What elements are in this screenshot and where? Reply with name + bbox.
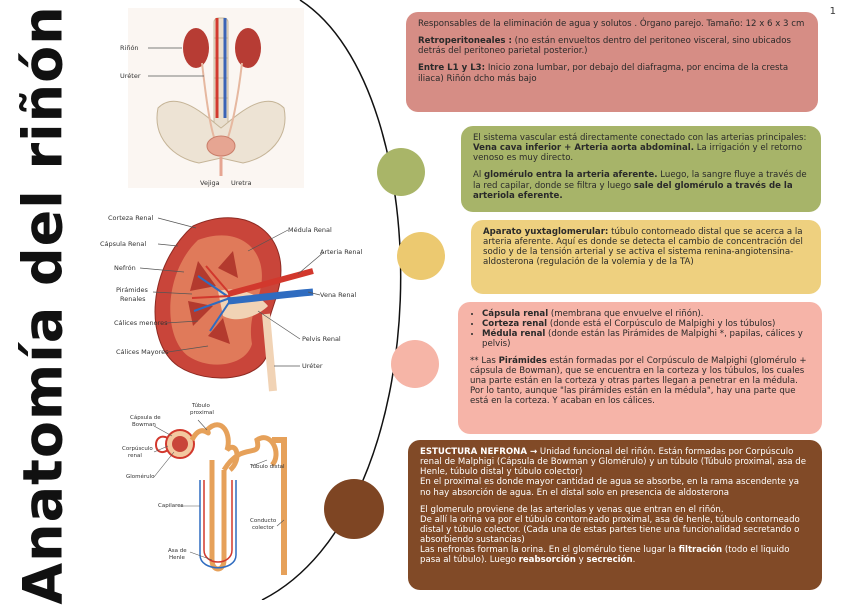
urinary-system-figure: Riñón Uréter Vejiga Uretra [118, 8, 310, 188]
info-box-structure: Cápsula renal (membrana que envuelve el … [458, 302, 822, 434]
box5-paragraph-2: En el proximal es donde mayor cantidad d… [420, 477, 799, 498]
label-kidney: Riñón [120, 44, 139, 52]
timeline-dot-3 [391, 340, 439, 388]
box2-paragraph-2: Al glomérulo entra la arteria aferente. … [473, 170, 807, 201]
box1-paragraph-2: Retroperitoneales : (no están envueltos … [418, 36, 791, 57]
box1-paragraph-3: Entre L1 y L3: Inicio zona lumbar, por d… [418, 63, 789, 84]
urinary-system-illustration [128, 8, 304, 188]
label-ureter: Uréter [120, 72, 141, 80]
label-minor-calyces: Cálices menores [114, 319, 168, 327]
label-distal: Túbulo distal [250, 464, 285, 470]
label-pyramids-2: Renales [120, 295, 146, 303]
box3-paragraph: Aparato yuxtaglomerular: túbulo contorne… [483, 227, 803, 268]
label-henle-1: Asa de [168, 548, 187, 554]
info-box-juxtaglomerular: Aparato yuxtaglomerular: túbulo contorne… [471, 220, 821, 294]
label-pelvis: Pelvis Renal [302, 335, 341, 343]
nephron-illustration [153, 419, 287, 575]
label-henle-2: Henle [169, 555, 185, 561]
box1-paragraph-1: Responsables de la eliminación de agua y… [418, 19, 805, 29]
kidney-section-illustration [139, 217, 325, 392]
list-item: Corteza renal (donde está el Corpúsculo … [482, 319, 810, 329]
box5-paragraph-5: Las nefronas forman la orina. En el glom… [420, 545, 790, 566]
label-corpuscle-2: renal [128, 453, 142, 459]
label-ureter-2: Uréter [302, 362, 323, 370]
nephron-figure: Cápsula de Bowman Túbulo proximal Corpús… [112, 400, 312, 585]
label-nephron: Nefrón [114, 264, 136, 272]
label-vein: Vena Renal [320, 291, 357, 299]
label-cortex: Corteza Renal [108, 214, 154, 222]
box5-paragraph-3: El glomerulo proviene de las arteriolas … [420, 504, 724, 515]
label-artery: Arteria Renal [320, 248, 363, 256]
box5-paragraph-1: ESTUCTURA NEFRONA → Unidad funcional del… [420, 447, 807, 478]
label-proximal-2: proximal [190, 410, 214, 416]
box4-note: ** Las Pirámides están formadas por el C… [470, 355, 807, 407]
label-major-calyces: Cálices Mayores [116, 348, 169, 356]
label-pyramids-1: Pirámides [116, 286, 148, 294]
label-bowman-capsule-2: Bowman [132, 422, 156, 428]
list-item: Cápsula renal (membrana que envuelve el … [482, 309, 810, 319]
label-glomerulus: Glomérulo [126, 474, 155, 480]
label-collecting-1: Conducto [250, 518, 277, 524]
label-bowman-capsule-1: Cápsula de [130, 415, 161, 421]
timeline-dot-2 [397, 232, 445, 280]
label-bladder: Vejiga [200, 179, 220, 187]
info-box-nephron: ESTUCTURA NEFRONA → Unidad funcional del… [408, 440, 822, 590]
box2-paragraph-1: El sistema vascular está directamente co… [473, 133, 807, 164]
label-capsule: Cápsula Renal [100, 240, 147, 248]
info-box-location: Responsables de la eliminación de agua y… [406, 12, 818, 112]
label-capillaries: Capilares [158, 503, 184, 509]
page-number: 1 [829, 6, 836, 17]
label-collecting-2: colector [252, 525, 275, 531]
label-urethra: Uretra [231, 179, 252, 187]
label-corpuscle-1: Corpúsculo [122, 446, 153, 452]
kidney-section-figure: Corteza Renal Cápsula Renal Nefrón Pirám… [98, 206, 363, 392]
timeline-dot-4 [324, 479, 384, 539]
label-medulla: Médula Renal [288, 226, 332, 234]
structure-list: Cápsula renal (membrana que envuelve el … [470, 309, 810, 350]
label-proximal-1: Túbulo [192, 403, 210, 409]
list-item: Médula renal (donde están las Pirámides … [482, 329, 810, 349]
info-box-vascular: El sistema vascular está directamente co… [461, 126, 821, 212]
timeline-dot-1 [377, 148, 425, 196]
box5-paragraph-4: De allí la orina va por el túbulo contor… [420, 514, 800, 546]
